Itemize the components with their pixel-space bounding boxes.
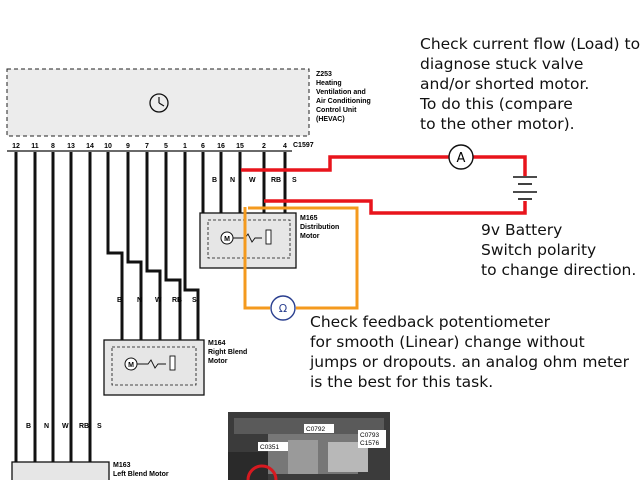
pin-label: 2: [262, 143, 266, 150]
motor-icon: M: [124, 357, 138, 371]
wire-label: S: [97, 423, 102, 430]
pin-label: 5: [164, 143, 168, 150]
note-line: and/or shorted motor.: [420, 75, 590, 93]
clock-icon: [149, 93, 169, 113]
motor-icon: M: [220, 231, 234, 245]
note-line: 9v Battery: [481, 221, 563, 239]
pin-label: 16: [217, 143, 225, 150]
wire-label: RB: [271, 177, 281, 184]
photo-label: C0351: [260, 444, 280, 451]
wire-label: N: [137, 297, 142, 304]
pin-label: 6: [201, 143, 205, 150]
wire-label: S: [192, 297, 197, 304]
wire-label: RB: [172, 297, 182, 304]
harness-wires: [14, 152, 287, 462]
pin-label: 7: [145, 143, 149, 150]
potentiometer-icon: [137, 355, 176, 371]
battery-icon: [513, 176, 537, 200]
m165-label: Distribution: [300, 224, 339, 231]
ohmmeter-icon: Ω: [270, 295, 296, 321]
right-blend-motor-m164: M M164 Right Blend Motor: [103, 339, 247, 396]
hevac-label-line: (HEVAC): [316, 116, 345, 123]
svg-text:M: M: [224, 236, 230, 243]
photo-label: C0793: [360, 432, 380, 439]
svg-text:M: M: [128, 362, 134, 369]
m163-label: Left Blend Motor: [113, 471, 169, 478]
wire-labels: B N W RB S B N W RB S B N W RB S: [26, 177, 297, 430]
m164-id: M164: [208, 340, 226, 347]
hevac-control-unit: Z253 Heating Ventilation and Air Conditi…: [6, 68, 371, 137]
pin-label: 11: [31, 143, 39, 150]
ammeter-icon: A: [448, 144, 474, 170]
distribution-motor-m165: M M165 Distribution Motor: [199, 212, 339, 269]
feedback-test-leads: [243, 206, 359, 310]
wire-label: S: [292, 177, 297, 184]
note-line: for smooth (Linear) change without: [310, 333, 585, 351]
hevac-label-line: Control Unit: [316, 107, 357, 114]
connector-photo: C0351 C0792 C0793 C1576: [228, 412, 390, 480]
wire-label: W: [155, 297, 162, 304]
note-line: Check feedback potentiometer: [310, 313, 550, 331]
connector-id: C1597: [293, 142, 314, 149]
current-check-note: Check current flow (Load) to diagnose st…: [420, 34, 640, 134]
wire-label: W: [62, 423, 69, 430]
m163-id: M163: [113, 462, 131, 469]
wire-label: B: [117, 297, 122, 304]
pin-label: 10: [104, 143, 112, 150]
hevac-id: Z253: [316, 71, 332, 78]
wire-label: B: [212, 177, 217, 184]
wire-label: W: [249, 177, 256, 184]
pin-label: 9: [126, 143, 130, 150]
pin-label: 4: [283, 143, 287, 150]
m165-label: Motor: [300, 233, 320, 240]
note-line: is the best for this task.: [310, 373, 494, 391]
photo-label: C0792: [306, 426, 326, 433]
pin-label: 14: [86, 143, 94, 150]
hevac-label-line: Ventilation and: [316, 89, 366, 96]
feedback-check-note: Check feedback potentiometer for smooth …: [310, 312, 629, 392]
m164-label: Right Blend: [208, 349, 247, 356]
left-blend-motor-m163: M163 Left Blend Motor: [11, 461, 169, 480]
pin-label: 15: [236, 143, 244, 150]
wire-label: N: [44, 423, 49, 430]
battery-note: 9v Battery Switch polarity to change dir…: [481, 220, 636, 280]
current-test-leads: [241, 155, 527, 215]
note-line: to change direction.: [481, 261, 637, 279]
m165-id: M165: [300, 215, 318, 222]
m164-label: Motor: [208, 358, 228, 365]
note-line: to the other motor).: [420, 115, 575, 133]
ohmmeter-symbol: Ω: [279, 302, 287, 315]
note-line: jumps or dropouts. an analog ohm meter: [310, 353, 629, 371]
connector-c1597: C1597 12 11 8 13 14 10 9 7 5 1 6 16 15 2…: [7, 142, 314, 152]
pin-label: 12: [12, 143, 20, 150]
note-line: To do this (compare: [420, 95, 573, 113]
note-line: Check current flow (Load) to: [420, 35, 640, 53]
hevac-label-line: Air Conditioning: [316, 98, 371, 105]
wire-label: N: [230, 177, 235, 184]
ammeter-symbol: A: [457, 151, 466, 166]
note-line: diagnose stuck valve: [420, 55, 584, 73]
pin-label: 13: [67, 143, 75, 150]
note-line: Switch polarity: [481, 241, 597, 259]
hevac-label-line: Heating: [316, 80, 342, 87]
photo-label: C1576: [360, 440, 380, 447]
pin-label: 8: [51, 143, 55, 150]
pin-label: 1: [183, 143, 187, 150]
wire-label: RB: [79, 423, 89, 430]
wire-label: B: [26, 423, 31, 430]
potentiometer-icon: [233, 229, 272, 245]
